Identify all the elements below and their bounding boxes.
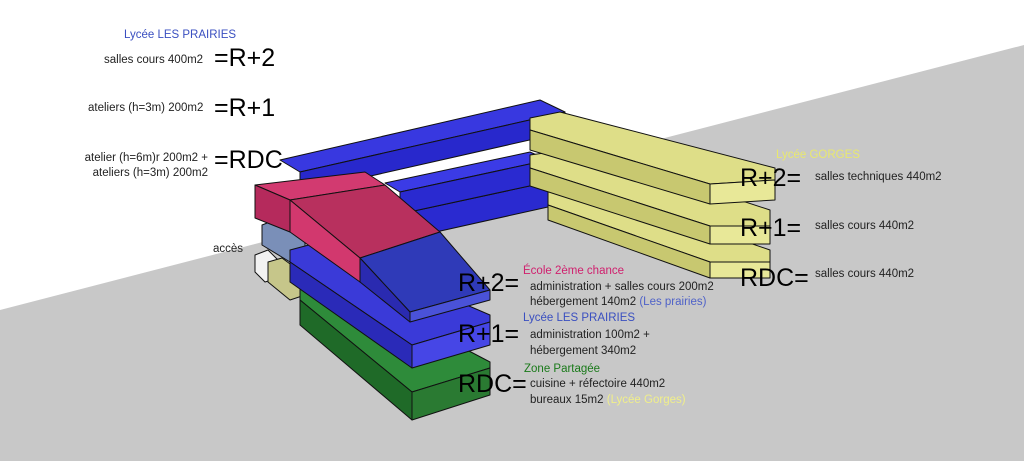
right-legend-r1-desc: salles cours 440m2 [815, 220, 915, 232]
center-rdc-title: Zone Partagée [524, 363, 601, 375]
gorges-rdc-end [709, 261, 771, 279]
center-rdc-level: RDC= [458, 370, 527, 398]
zone-partagee-front [411, 367, 491, 421]
center-r1-level: R+1= [458, 320, 520, 348]
right-legend-r1-level: R+1= [740, 214, 802, 242]
left-legend-rdc-desc-1: atelier (h=6m)r 200m2 + [84, 152, 208, 164]
right-legend-title: Lycée GORGES [776, 149, 860, 161]
center-r1-line1: administration 100m2 + [530, 329, 650, 341]
left-legend-rdc-level: =RDC [214, 146, 283, 174]
center-r1-line2: hébergement 340m2 [530, 345, 637, 357]
gorges-r1-end [709, 225, 771, 245]
ecole-block [254, 171, 491, 323]
right-legend-rdc-desc: salles cours 440m2 [815, 268, 915, 280]
access-label: accès [213, 243, 244, 255]
center-r2-line1: administration + salles cours 200m2 [530, 281, 714, 293]
left-legend-title: Lycée LES PRAIRIES [124, 29, 237, 41]
left-legend-r1-desc: ateliers (h=3m) 200m2 [88, 102, 204, 114]
center-r1-title: Lycée LES PRAIRIES [523, 312, 636, 324]
left-legend-rdc-desc-2: ateliers (h=3m) 200m2 [92, 167, 208, 179]
gorges-wing [529, 111, 776, 279]
center-rdc-note: (Lycée Gorges) [606, 394, 686, 406]
center-r2-title: École 2ème chance [523, 265, 625, 277]
center-r2-level: R+2= [458, 269, 520, 297]
ground-plane [0, 45, 1024, 461]
right-legend-r2-desc: salles techniques 440m2 [815, 171, 942, 183]
prairies-r1-front [411, 321, 491, 369]
center-r2-note: (Les prairies) [639, 296, 707, 308]
center-r2-line2: hébergement 140m2 [530, 296, 637, 308]
right-legend-rdc-level: RDC= [740, 264, 809, 292]
left-legend-r2-level: =R+2 [214, 44, 276, 72]
left-legend-r1-level: =R+1 [214, 94, 276, 122]
center-r2-line2-wrap: hébergement 140m2 (Les prairies) [530, 295, 706, 309]
center-rdc-line2: bureaux 15m2 [530, 394, 604, 406]
left-legend-r2-desc: salles cours 400m2 [104, 54, 204, 66]
center-rdc-line2-wrap: bureaux 15m2 (Lycée Gorges) [530, 393, 686, 407]
prairies-back-wing [279, 99, 566, 241]
right-legend-r2-level: R+2= [740, 164, 802, 192]
ecole-blue-front [409, 289, 491, 323]
center-rdc-line1: cuisine + réfectoire 440m2 [530, 378, 666, 390]
gorges-r2-end [709, 179, 776, 205]
